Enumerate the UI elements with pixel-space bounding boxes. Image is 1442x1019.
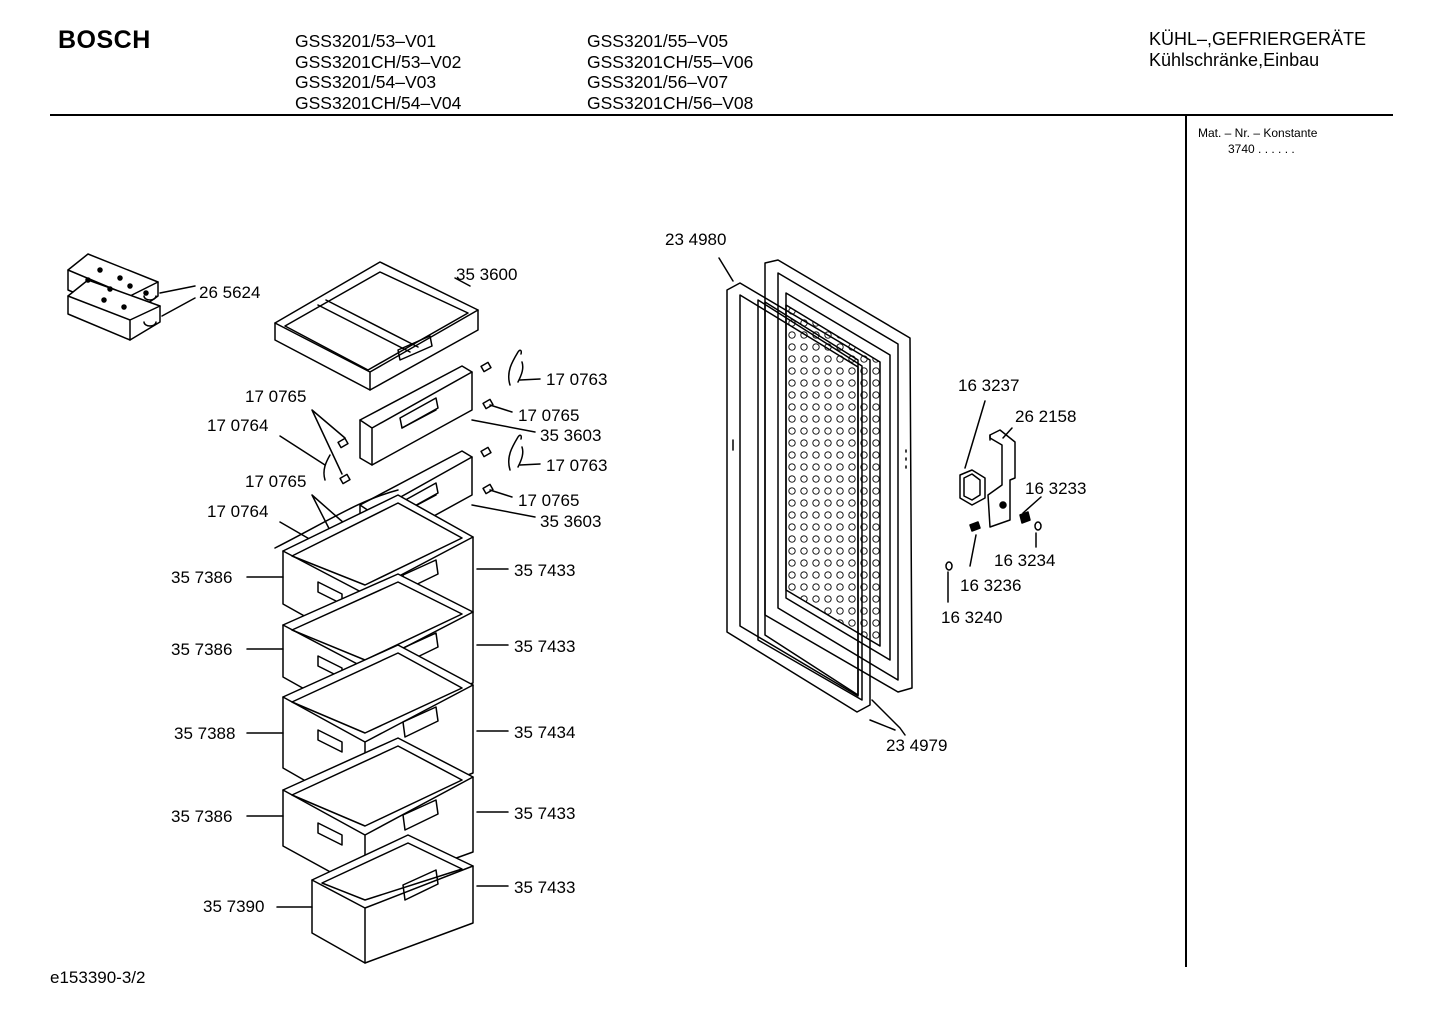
model-number: GSS3201/54–V03 (295, 72, 437, 92)
part-label: 35 3600 (456, 265, 517, 284)
mat-nr-value: 3740 . . . . . . (1228, 142, 1295, 156)
door-gasket-drawing (726, 282, 871, 713)
part-label: 17 0764 (207, 416, 268, 435)
part-label: 16 3240 (941, 608, 1002, 627)
leader-line (159, 285, 196, 317)
part-label: 35 7434 (514, 723, 575, 742)
part-label: 35 7388 (174, 724, 235, 743)
part-label: 35 7433 (514, 878, 575, 897)
part-label: 35 7433 (514, 561, 575, 580)
part-label: 17 0765 (245, 387, 306, 406)
model-number: GSS3201CH/54–V04 (295, 92, 462, 113)
model-number: GSS3201/53–V01 (295, 31, 437, 51)
category-subtitle: Kühlschränke,Einbau (1149, 50, 1320, 70)
part-label: 17 0763 (546, 370, 607, 389)
part-label: 35 7390 (203, 897, 264, 916)
part-label: 17 0765 (518, 491, 579, 510)
hinge-hook-drawing (323, 349, 524, 485)
model-number: GSS3201CH/55–V06 (587, 51, 754, 72)
part-label: 35 3603 (540, 512, 601, 531)
part-label: 17 0763 (546, 456, 607, 475)
part-label: 17 0764 (207, 502, 268, 521)
part-label: 16 3233 (1025, 479, 1086, 498)
part-label: 17 0765 (518, 406, 579, 425)
sidebar-rule (1185, 116, 1187, 967)
part-label: 23 4980 (665, 230, 726, 249)
part-label: 35 7433 (514, 637, 575, 656)
part-label: 26 2158 (1015, 407, 1076, 426)
document-number: e153390-3/2 (50, 968, 146, 987)
part-label: 26 5624 (199, 283, 260, 302)
header-rule (50, 114, 1393, 116)
part-label: 35 7386 (171, 568, 232, 587)
mat-nr-label: Mat. – Nr. – Konstante (1198, 126, 1318, 140)
part-label: 16 3237 (958, 376, 1019, 395)
part-label: 35 7386 (171, 807, 232, 826)
model-number: GSS3201CH/56–V08 (587, 92, 754, 113)
part-label: 35 7433 (514, 804, 575, 823)
model-list-col1: GSS3201/53–V01 GSS3201CH/53–V02 GSS3201/… (295, 31, 461, 113)
part-label: 23 4979 (886, 736, 947, 755)
part-label: 17 0765 (245, 472, 306, 491)
model-number: GSS3201/55–V05 (587, 31, 729, 51)
model-list-col2: GSS3201/55–V05 GSS3201CH/55–V06 GSS3201/… (587, 31, 753, 113)
part-labels: 26 5624 35 3600 17 0763 17 0765 17 0765 … (171, 230, 1086, 916)
part-label: 16 3234 (994, 551, 1055, 570)
door-panel-drawing (764, 259, 913, 693)
model-number: GSS3201CH/53–V02 (295, 51, 462, 72)
brand-logo: BOSCH (58, 26, 151, 54)
hinge-bracket-drawing (945, 429, 1042, 571)
category-block: KÜHL–,GEFRIERGERÄTE Kühlschränke,Einbau (1149, 29, 1366, 71)
drawer-drawing (311, 834, 474, 964)
model-number: GSS3201/56–V07 (587, 72, 729, 92)
part-label: 35 7386 (171, 640, 232, 659)
ice-tray-drawing (274, 261, 479, 391)
drawer-flap-drawing (359, 365, 473, 466)
part-label: 16 3236 (960, 576, 1021, 595)
category-title: KÜHL–,GEFRIERGERÄTE (1149, 29, 1367, 49)
ice-pack-drawing (67, 253, 161, 341)
part-label: 35 3603 (540, 426, 601, 445)
